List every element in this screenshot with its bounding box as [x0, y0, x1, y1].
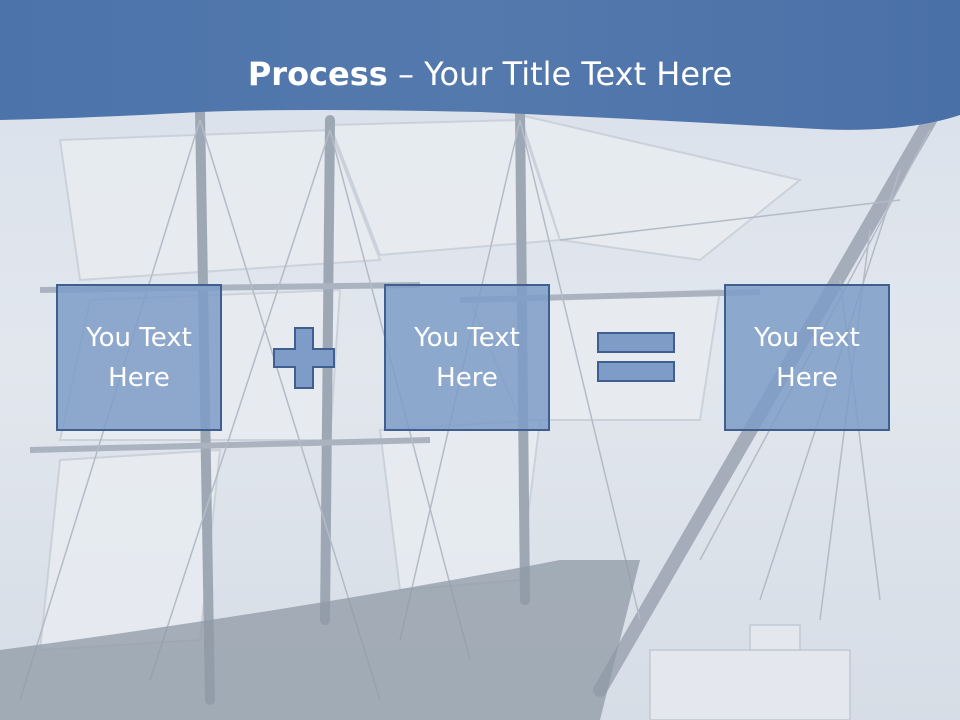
text-box-1[interactable]: You Text Here [56, 284, 222, 431]
text-box-1-label: You Text Here [86, 322, 192, 393]
text-box-2[interactable]: You Text Here [384, 284, 550, 431]
plus-icon [273, 327, 335, 389]
title-bold: Process [247, 55, 388, 93]
text-box-3[interactable]: You Text Here [724, 284, 890, 431]
text-box-2-label: You Text Here [414, 322, 520, 393]
page-title: Process – Your Title Text Here [0, 52, 960, 96]
title-text: – Your Title Text Here [387, 55, 733, 93]
title-banner [0, 0, 960, 130]
equals-icon [597, 332, 675, 382]
text-box-3-label: You Text Here [754, 322, 860, 393]
